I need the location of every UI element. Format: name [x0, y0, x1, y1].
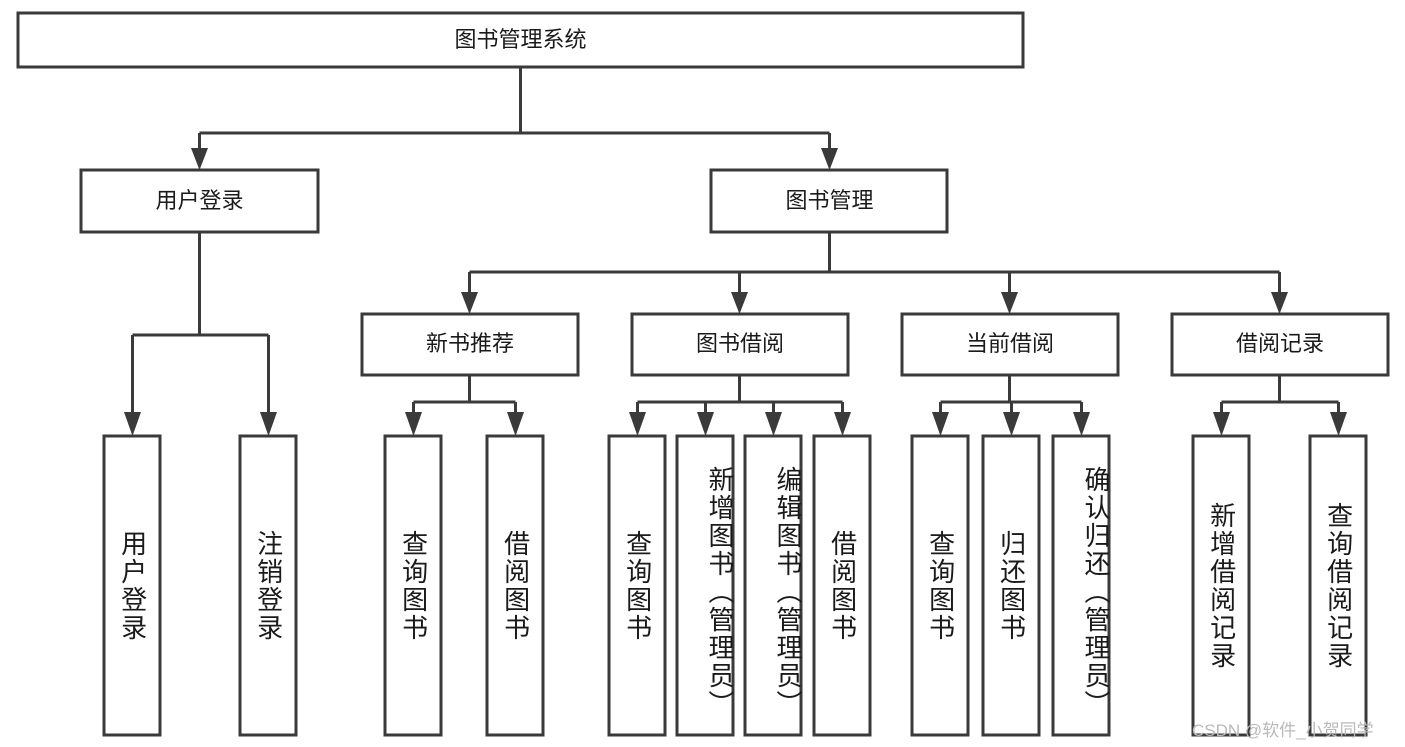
leaf-box-borrow-books-recommend[interactable] — [485, 434, 545, 737]
csdn-watermark: CSDN @软件_小贺同学 — [1192, 721, 1374, 740]
node-user-login[interactable]: 用户登录 — [79, 168, 320, 234]
node-current-borrow-label: 当前借阅 — [966, 331, 1054, 356]
node-root-label: 图书管理系统 — [454, 27, 586, 52]
leaf-box-return-books[interactable] — [981, 434, 1041, 737]
leaf-box-add-book-admin[interactable] — [675, 434, 735, 737]
leaf-box-logout[interactable] — [238, 434, 298, 737]
node-book-management-label: 图书管理 — [785, 188, 873, 213]
leaf-box-user-login[interactable] — [102, 434, 162, 737]
node-root[interactable]: 图书管理系统 — [16, 11, 1025, 69]
node-current-borrow[interactable]: 当前借阅 — [900, 312, 1120, 377]
connector-currentborrow-to-leaves — [932, 375, 1090, 436]
node-book-borrow[interactable]: 图书借阅 — [630, 312, 850, 377]
connector-bookmgmt-to-level3 — [461, 232, 1288, 314]
leaf-box-query-books-borrow[interactable] — [607, 434, 667, 737]
node-user-login-label: 用户登录 — [155, 188, 243, 213]
leaf-box-query-borrow-record[interactable] — [1308, 434, 1368, 737]
node-borrow-record-label: 借阅记录 — [1236, 331, 1324, 356]
node-new-book-recommend-label: 新书推荐 — [426, 331, 514, 356]
leaf-boxes — [102, 434, 1368, 737]
node-new-book-recommend[interactable]: 新书推荐 — [360, 312, 580, 377]
node-book-borrow-label: 图书借阅 — [696, 331, 784, 356]
leaf-box-query-books-recommend[interactable] — [383, 434, 443, 737]
leaf-box-add-borrow-record[interactable] — [1191, 434, 1251, 737]
node-book-management[interactable]: 图书管理 — [709, 168, 949, 234]
leaf-box-edit-book-admin[interactable] — [743, 434, 803, 737]
leaf-box-confirm-return-admin[interactable] — [1051, 434, 1111, 737]
leaf-box-borrow-books[interactable] — [812, 434, 872, 737]
connector-root-to-level2 — [191, 67, 838, 170]
connector-bookborrow-to-leaves — [629, 375, 851, 436]
node-borrow-record[interactable]: 借阅记录 — [1170, 312, 1390, 377]
leaf-box-query-books-current[interactable] — [910, 434, 970, 737]
connector-userlogin-to-leaves — [124, 232, 277, 436]
connector-recommend-to-leaves — [405, 375, 524, 436]
connector-borrowrecord-to-leaves — [1213, 375, 1347, 436]
